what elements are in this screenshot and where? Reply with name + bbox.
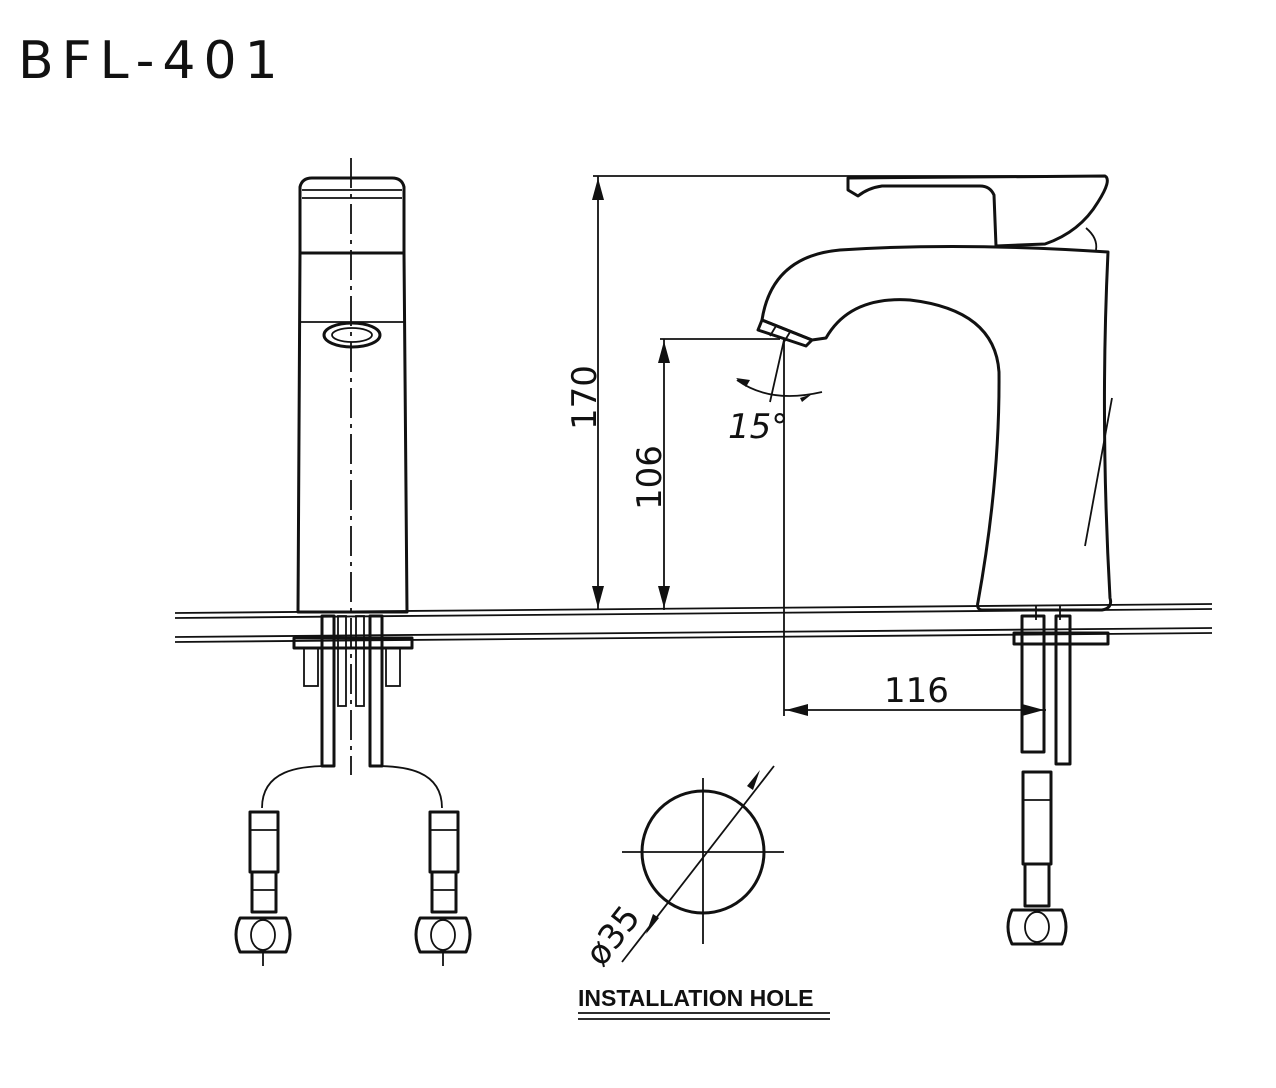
caption-installation-hole: INSTALLATION HOLE: [578, 985, 814, 1011]
dimension-total-height: 170: [565, 365, 605, 430]
dimension-spout-reach: 116: [884, 671, 949, 711]
front-view: [234, 158, 472, 966]
dimension-spout-height: 106: [630, 445, 670, 510]
dimension-lines: [592, 175, 1105, 716]
installation-hole: [621, 765, 784, 963]
side-view: [756, 174, 1113, 946]
dimension-spout-angle: 15°: [728, 407, 788, 447]
dimension-hole-diameter: ø35: [578, 898, 649, 973]
model-title: BFL-401: [18, 31, 286, 91]
